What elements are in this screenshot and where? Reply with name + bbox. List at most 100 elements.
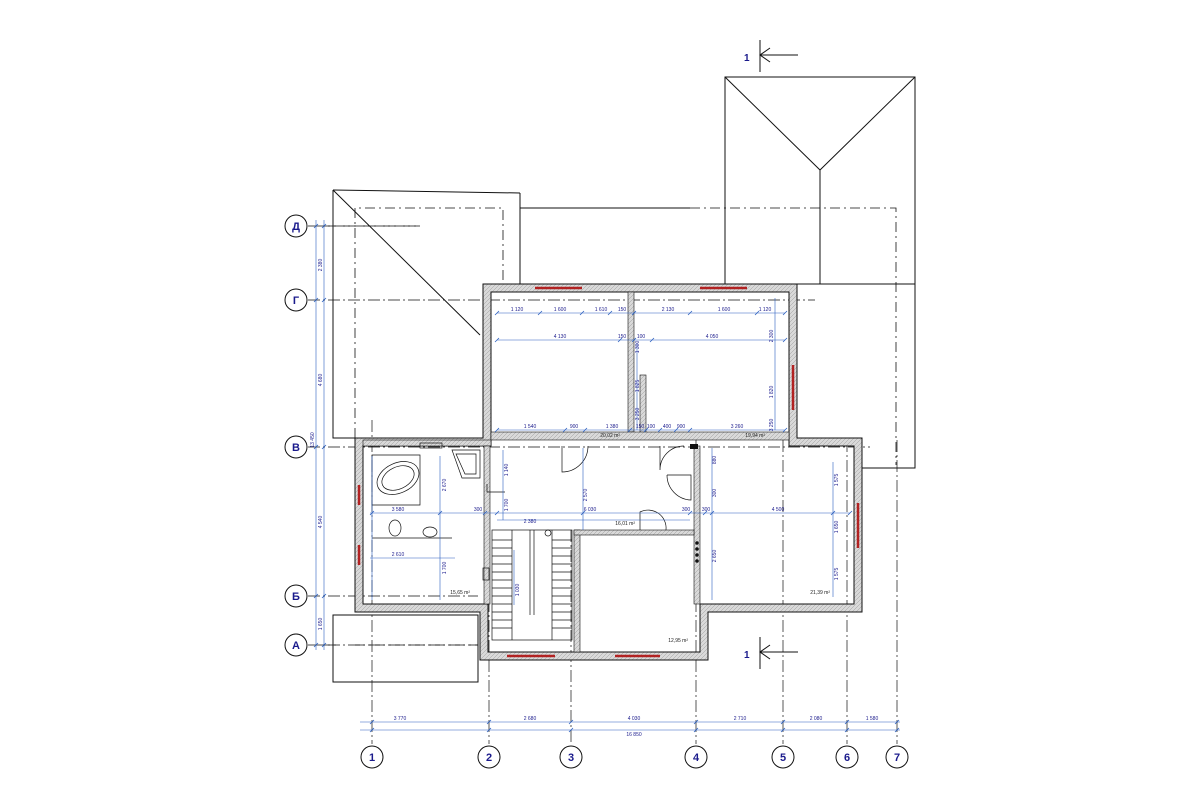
- dim-mid-c-5: 1 140: [504, 464, 510, 477]
- dim-top-r3-6: 400: [663, 424, 672, 430]
- dim-bottom-5: 2 080: [810, 716, 823, 722]
- dim-tick: [693, 719, 699, 725]
- axis-label: Д: [292, 221, 300, 233]
- dim-mid-r-6: 880: [712, 456, 718, 465]
- dim-tick: [780, 719, 786, 725]
- windows: [357, 286, 860, 658]
- dim-tick: [321, 297, 327, 303]
- axis-bubble-1: 1: [360, 745, 384, 769]
- dim-mid-c-2: 6 030: [584, 507, 597, 513]
- dim-top-v-3: 2 300: [769, 330, 775, 343]
- area-right-room: 21,39 m²: [810, 590, 830, 596]
- dim-tick: [617, 337, 623, 343]
- grid-axis-lines: [308, 225, 898, 744]
- dim-bottom-total: 16 850: [626, 732, 642, 738]
- dim-tick: [657, 427, 663, 433]
- dim-top-r3-3: 1 380: [606, 424, 619, 430]
- room-areas: 15,65 m² 20,02 m² 19,94 m² 16,01 m² 21,3…: [450, 433, 830, 644]
- dim-tick: [643, 427, 649, 433]
- dim-tick: [780, 727, 786, 733]
- dim-tick: [494, 427, 500, 433]
- dim-bottom-2: 2 680: [524, 716, 537, 722]
- dim-top-r3-5: 100: [647, 424, 656, 430]
- axis-bubble-2: 2: [477, 745, 501, 769]
- area-top-right: 19,94 m²: [745, 433, 765, 439]
- dim-tick: [494, 337, 500, 343]
- dim-tick: [627, 427, 633, 433]
- dim-tick: [580, 510, 586, 516]
- axis-bubble-Д: Д: [284, 214, 308, 238]
- dim-mid-r-7: 300: [712, 489, 718, 498]
- area-top-left: 20,02 m²: [600, 433, 620, 439]
- dim-left-2: 4 680: [318, 374, 324, 387]
- dim-mid-c-6: 1 700: [504, 499, 510, 512]
- dim-tick: [702, 510, 708, 516]
- dim-tick: [321, 642, 327, 648]
- dim-tick: [649, 337, 655, 343]
- dim-tick: [562, 427, 568, 433]
- dim-tick: [709, 510, 715, 516]
- exterior-walls: [354, 283, 863, 661]
- dim-left-4: 1 650: [318, 618, 324, 631]
- dim-tick: [486, 727, 492, 733]
- left-dimension-texts: 2 380 4 680 4 540 1 650 13 450: [310, 259, 324, 631]
- dim-top-r1-2: 1 600: [554, 307, 567, 313]
- dim-bottom-3: 4 030: [628, 716, 641, 722]
- top-room-dimension-texts: 1 120 1 600 1 610 150 2 130 1 600 1 120 …: [511, 307, 775, 431]
- dim-top-r1-7: 1 120: [759, 307, 772, 313]
- dim-top-r2-4: 4 050: [706, 334, 719, 340]
- dim-tick: [313, 297, 319, 303]
- dim-bottom-4: 2 710: [734, 716, 747, 722]
- axis-label: А: [292, 640, 300, 652]
- dim-top-v-1: 3 250: [769, 419, 775, 432]
- dim-top-r1-4: 150: [618, 307, 627, 313]
- dim-tick: [782, 310, 788, 316]
- dim-mid-c-4: 2 570: [583, 489, 589, 502]
- axis-bubble-6: 6: [835, 745, 859, 769]
- dim-tick: [894, 719, 900, 725]
- dim-tick: [687, 510, 693, 516]
- appliance-marks: [690, 444, 699, 563]
- dim-left-total: 13 450: [310, 432, 316, 448]
- staircase: [491, 529, 573, 641]
- dim-tick: [369, 719, 375, 725]
- axis-label: 4: [693, 752, 700, 764]
- dim-tick: [321, 223, 327, 229]
- dim-tick: [844, 719, 850, 725]
- dim-mid-c-3: 300: [682, 507, 691, 513]
- axis-bubble-3: 3: [559, 745, 583, 769]
- section-marker-bottom: 1: [744, 637, 798, 669]
- dim-tick: [313, 223, 319, 229]
- dim-top-v-5: 1 825: [635, 380, 641, 393]
- axis-label: 5: [780, 752, 786, 764]
- bath-fixtures: [371, 442, 490, 581]
- dim-tick: [568, 727, 574, 733]
- area-bath: 15,65 m²: [450, 590, 470, 596]
- axis-bubble-7: 7: [885, 745, 909, 769]
- dim-top-r1-6: 1 600: [718, 307, 731, 313]
- dim-tick: [631, 337, 637, 343]
- dim-top-r2-2: 150: [618, 334, 627, 340]
- dim-mid-left-3: 2 610: [392, 552, 405, 558]
- axis-label: В: [292, 442, 300, 454]
- dim-tick: [687, 310, 693, 316]
- axis-bubble-Г: Г: [284, 288, 308, 312]
- dim-tick: [782, 337, 788, 343]
- dim-tick: [754, 310, 760, 316]
- dim-top-v-4: 3 250: [635, 408, 641, 421]
- dim-top-r3-2: 900: [570, 424, 579, 430]
- dim-top-r1-1: 1 120: [511, 307, 524, 313]
- dim-top-v-2: 1 820: [769, 386, 775, 399]
- axis-bubble-5: 5: [771, 745, 795, 769]
- section-label-top: 1: [744, 53, 750, 64]
- dim-tick: [313, 444, 319, 450]
- dim-mid-left-5: 1 700: [442, 562, 448, 575]
- area-bottom-center: 12,95 m²: [668, 638, 688, 644]
- stair-start-mark: [544, 529, 552, 537]
- dim-top-r2-1: 4 130: [554, 334, 567, 340]
- dim-mid-left-2: 300: [474, 507, 483, 513]
- dim-tick: [847, 510, 853, 516]
- axis-bubble-4: 4: [684, 745, 708, 769]
- axis-bubble-Б: Б: [284, 584, 308, 608]
- dim-tick: [369, 510, 375, 516]
